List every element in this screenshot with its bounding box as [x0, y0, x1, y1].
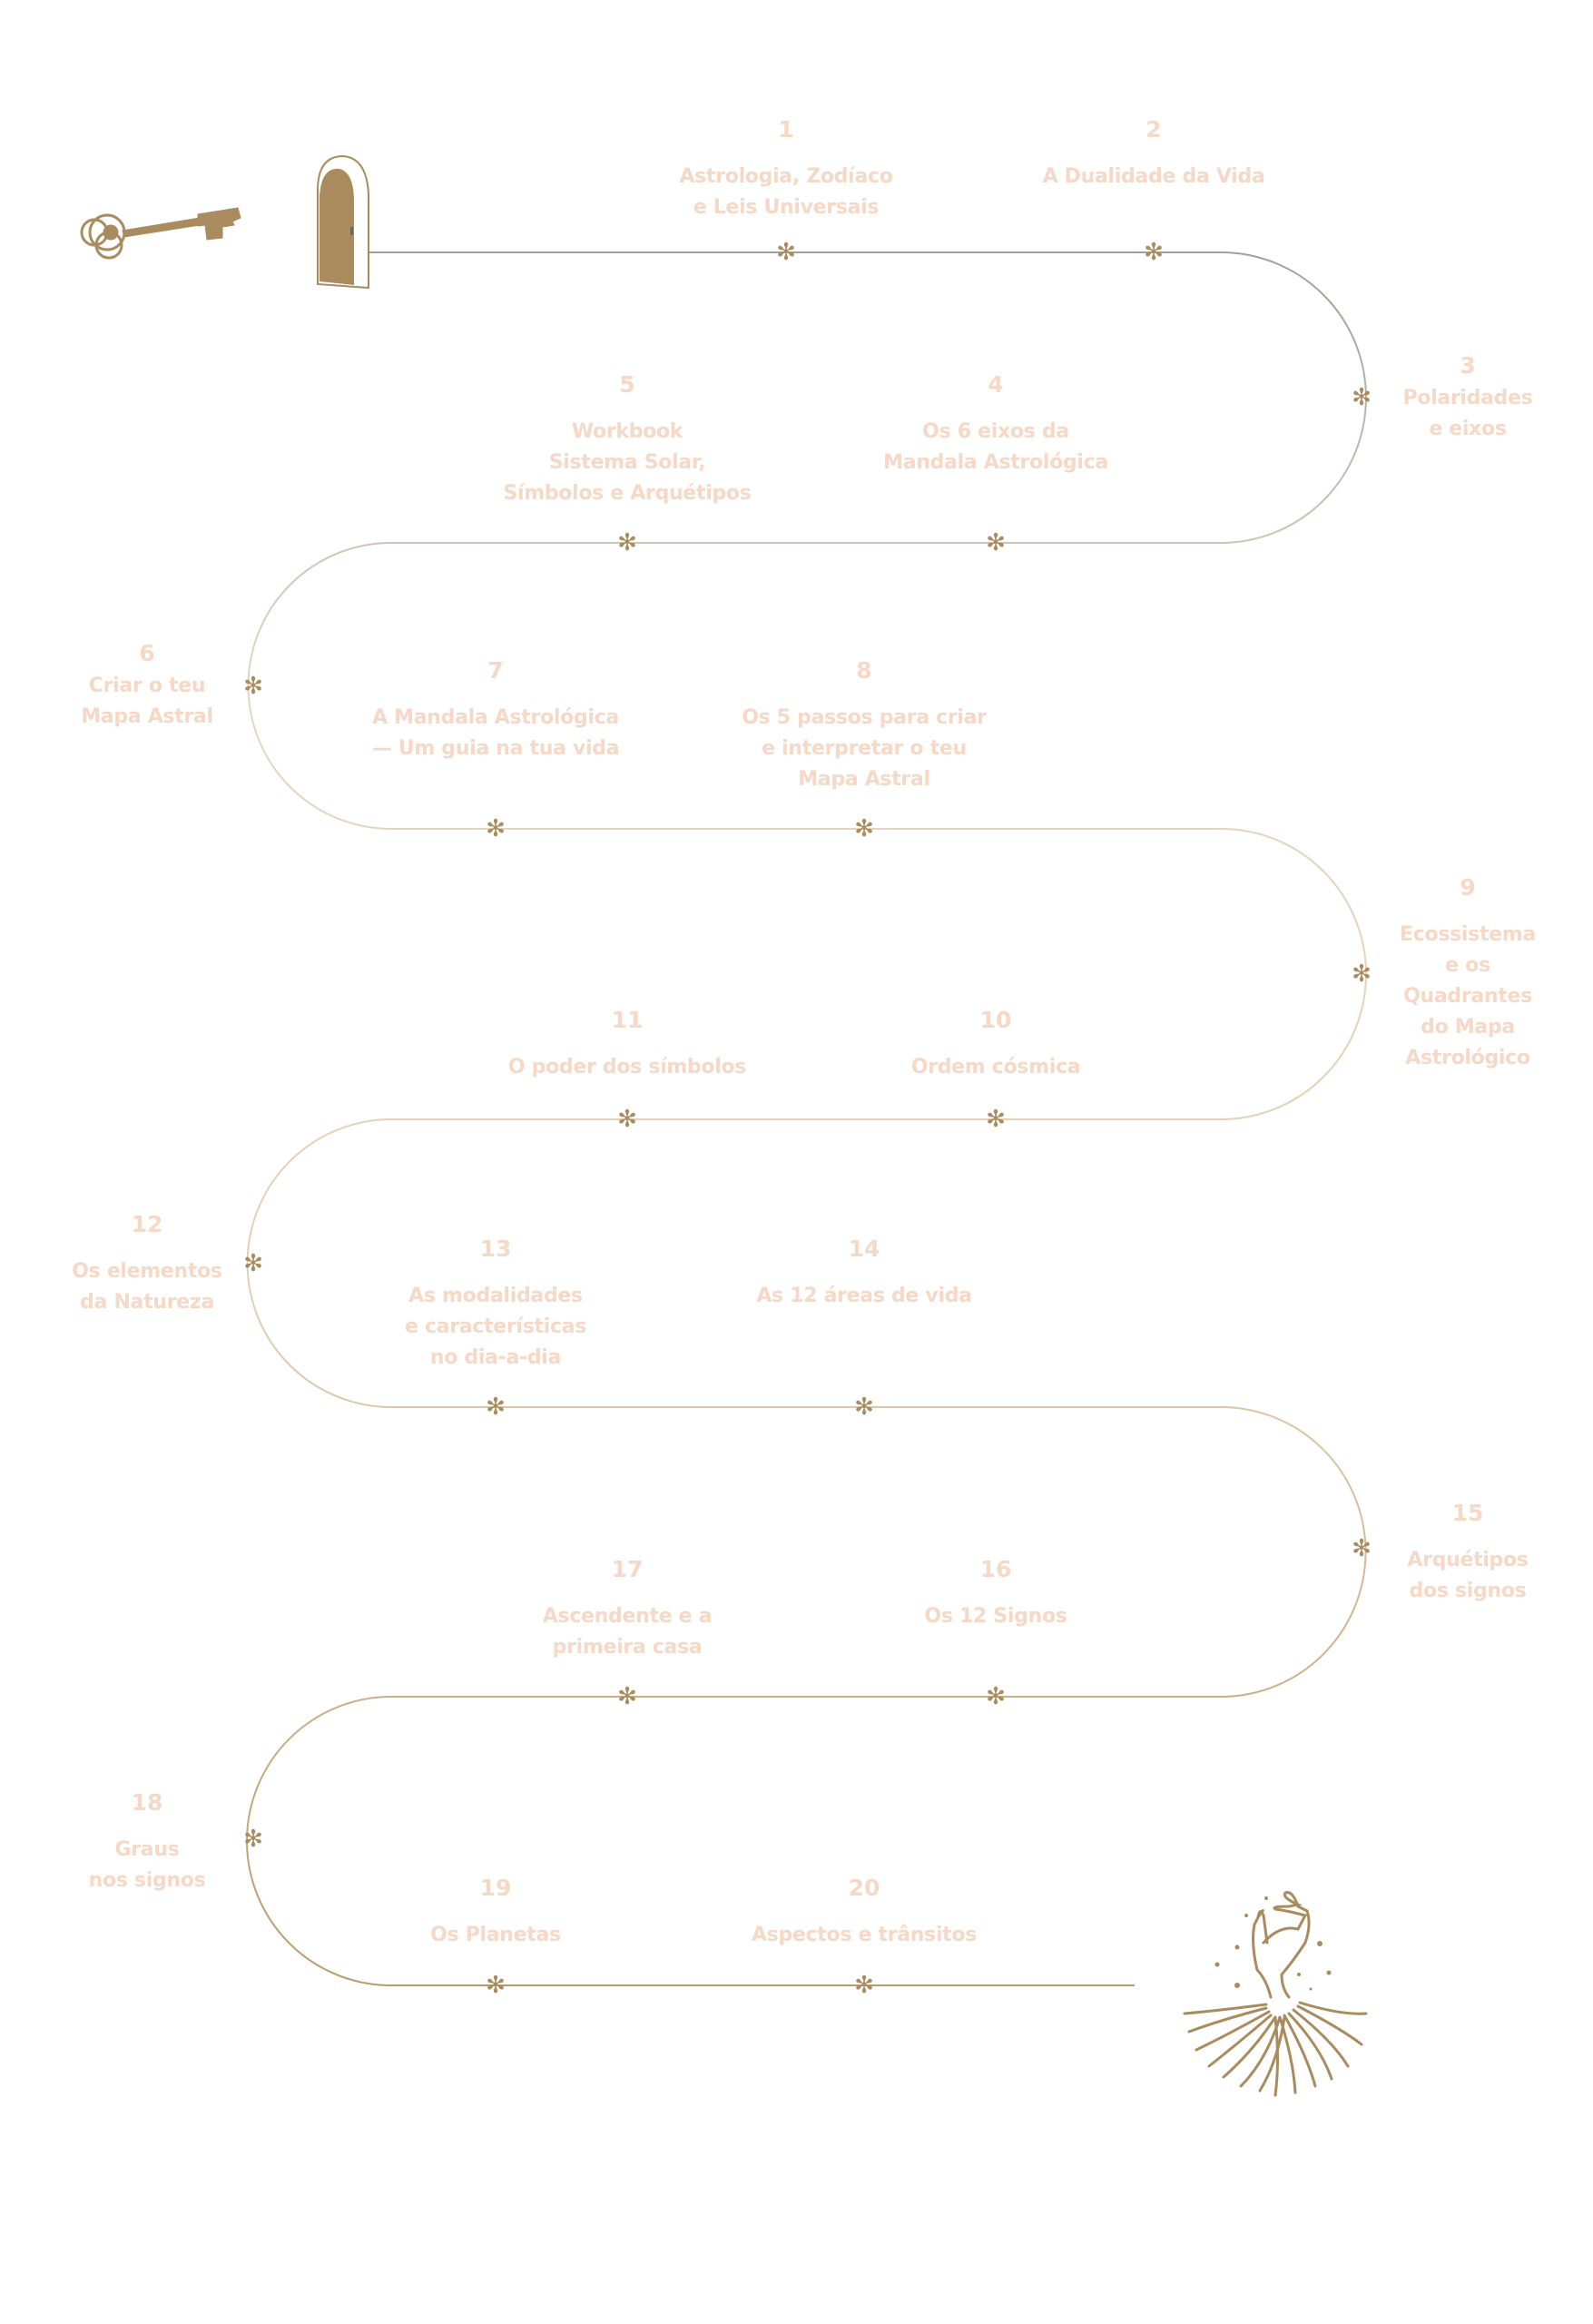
step-8: 8 Os 5 passos para criar e interpretar o …	[742, 655, 987, 795]
asterisk-star-icon: ✻	[854, 815, 874, 842]
step-number: 17	[611, 1556, 644, 1582]
hand-roots-icon	[1183, 1891, 1368, 2097]
step-number: 9	[1460, 874, 1476, 901]
step-12: 12 Os elementos da Natureza	[72, 1209, 222, 1318]
step-title: A Mandala Astrológica — Um guia na tua v…	[371, 706, 620, 760]
step-7: 7 A Mandala Astrológica — Um guia na tua …	[372, 655, 620, 764]
step-title: O poder dos símbolos	[507, 1056, 747, 1078]
step-number: 8	[856, 657, 872, 684]
winding-road-line	[246, 251, 1367, 1986]
door-icon	[317, 154, 369, 290]
asterisk-star-icon: ✻	[243, 673, 263, 700]
step-title: Os elementos da Natureza	[72, 1260, 222, 1314]
step-16: 16 Os 12 Signos	[924, 1554, 1067, 1632]
step-number: 10	[979, 1007, 1012, 1033]
asterisk-star-icon: ✻	[243, 1250, 263, 1277]
asterisk-star-icon: ✻	[1352, 960, 1372, 988]
step-title: Aspectos e trânsitos	[751, 1924, 978, 1946]
step-number: 19	[479, 1875, 512, 1901]
step-number: 14	[848, 1236, 880, 1262]
asterisk-star-icon: ✻	[776, 239, 796, 266]
step-number: 1	[778, 116, 794, 143]
step-title: Os 6 eixos da Mandala Astrológica	[883, 420, 1108, 474]
asterisk-star-icon: ✻	[1144, 239, 1164, 266]
asterisk-star-icon: ✻	[486, 1972, 506, 1999]
step-number: 16	[979, 1556, 1012, 1582]
asterisk-star-icon: ✻	[986, 529, 1006, 556]
step-title: As modalidades e características no dia-…	[404, 1285, 587, 1369]
step-19: 19 Os Planetas	[430, 1873, 561, 1951]
asterisk-star-icon: ✻	[243, 1826, 263, 1853]
asterisk-star-icon: ✻	[486, 1393, 506, 1421]
step-11: 11 O poder dos símbolos	[507, 1005, 747, 1083]
step-number: 6	[139, 640, 155, 666]
sparkle-icons	[1214, 1896, 1332, 1991]
step-4: 4 Os 6 eixos da Mandala Astrológica	[883, 369, 1108, 478]
asterisk-star-icon: ✻	[617, 1683, 637, 1710]
asterisk-star-icon: ✻	[617, 529, 637, 556]
asterisk-star-icon: ✻	[486, 815, 506, 842]
step-number: 13	[479, 1236, 512, 1262]
step-title: Astrologia, Zodíaco e Leis Universais	[679, 165, 893, 219]
step-title: Os Planetas	[430, 1924, 561, 1946]
step-number: 3	[1460, 352, 1476, 379]
step-number: 11	[611, 1007, 644, 1033]
step-title: Polaridades e eixos	[1402, 387, 1533, 440]
asterisk-star-icon: ✻	[1352, 384, 1372, 411]
step-title: Workbook Sistema Solar, Símbolos e Arqué…	[503, 420, 752, 505]
step-title: Os 12 Signos	[924, 1605, 1067, 1628]
asterisk-star-icon: ✻	[854, 1972, 874, 1999]
step-title: As 12 áreas de vida	[756, 1285, 972, 1307]
step-14: 14 As 12 áreas de vida	[756, 1234, 972, 1312]
step-number: 20	[848, 1875, 880, 1901]
asterisk-star-icon: ✻	[1352, 1535, 1372, 1562]
step-title: Ecossistema e os Quadrantes do Mapa Astr…	[1400, 923, 1536, 1069]
step-title: Ascendente e a primeira casa	[542, 1605, 713, 1659]
step-number: 12	[131, 1211, 163, 1237]
step-title: Criar o teu Mapa Astral	[81, 675, 213, 728]
step-title: Os 5 passos para criar e interpretar o t…	[742, 706, 987, 791]
key-icon	[80, 207, 241, 260]
asterisk-star-icon: ✻	[854, 1393, 874, 1421]
step-number: 5	[619, 371, 635, 398]
asterisk-star-icon: ✻	[986, 1106, 1006, 1133]
step-title: Graus nos signos	[88, 1838, 206, 1892]
step-title: Arquétipos dos signos	[1407, 1549, 1529, 1602]
step-title: A Dualidade da Vida	[1042, 165, 1265, 188]
step-13: 13 As modalidades e características no di…	[405, 1234, 586, 1374]
step-number: 7	[487, 657, 504, 684]
step-number: 18	[131, 1789, 163, 1816]
step-number: 15	[1451, 1500, 1484, 1526]
step-title: Ordem cósmica	[910, 1056, 1081, 1078]
asterisk-star-icon: ✻	[986, 1683, 1006, 1710]
asterisk-star-icon: ✻	[617, 1106, 637, 1133]
step-2: 2 A Dualidade da Vida	[1043, 114, 1265, 192]
step-number: 4	[988, 371, 1004, 398]
step-number: 2	[1146, 116, 1162, 143]
